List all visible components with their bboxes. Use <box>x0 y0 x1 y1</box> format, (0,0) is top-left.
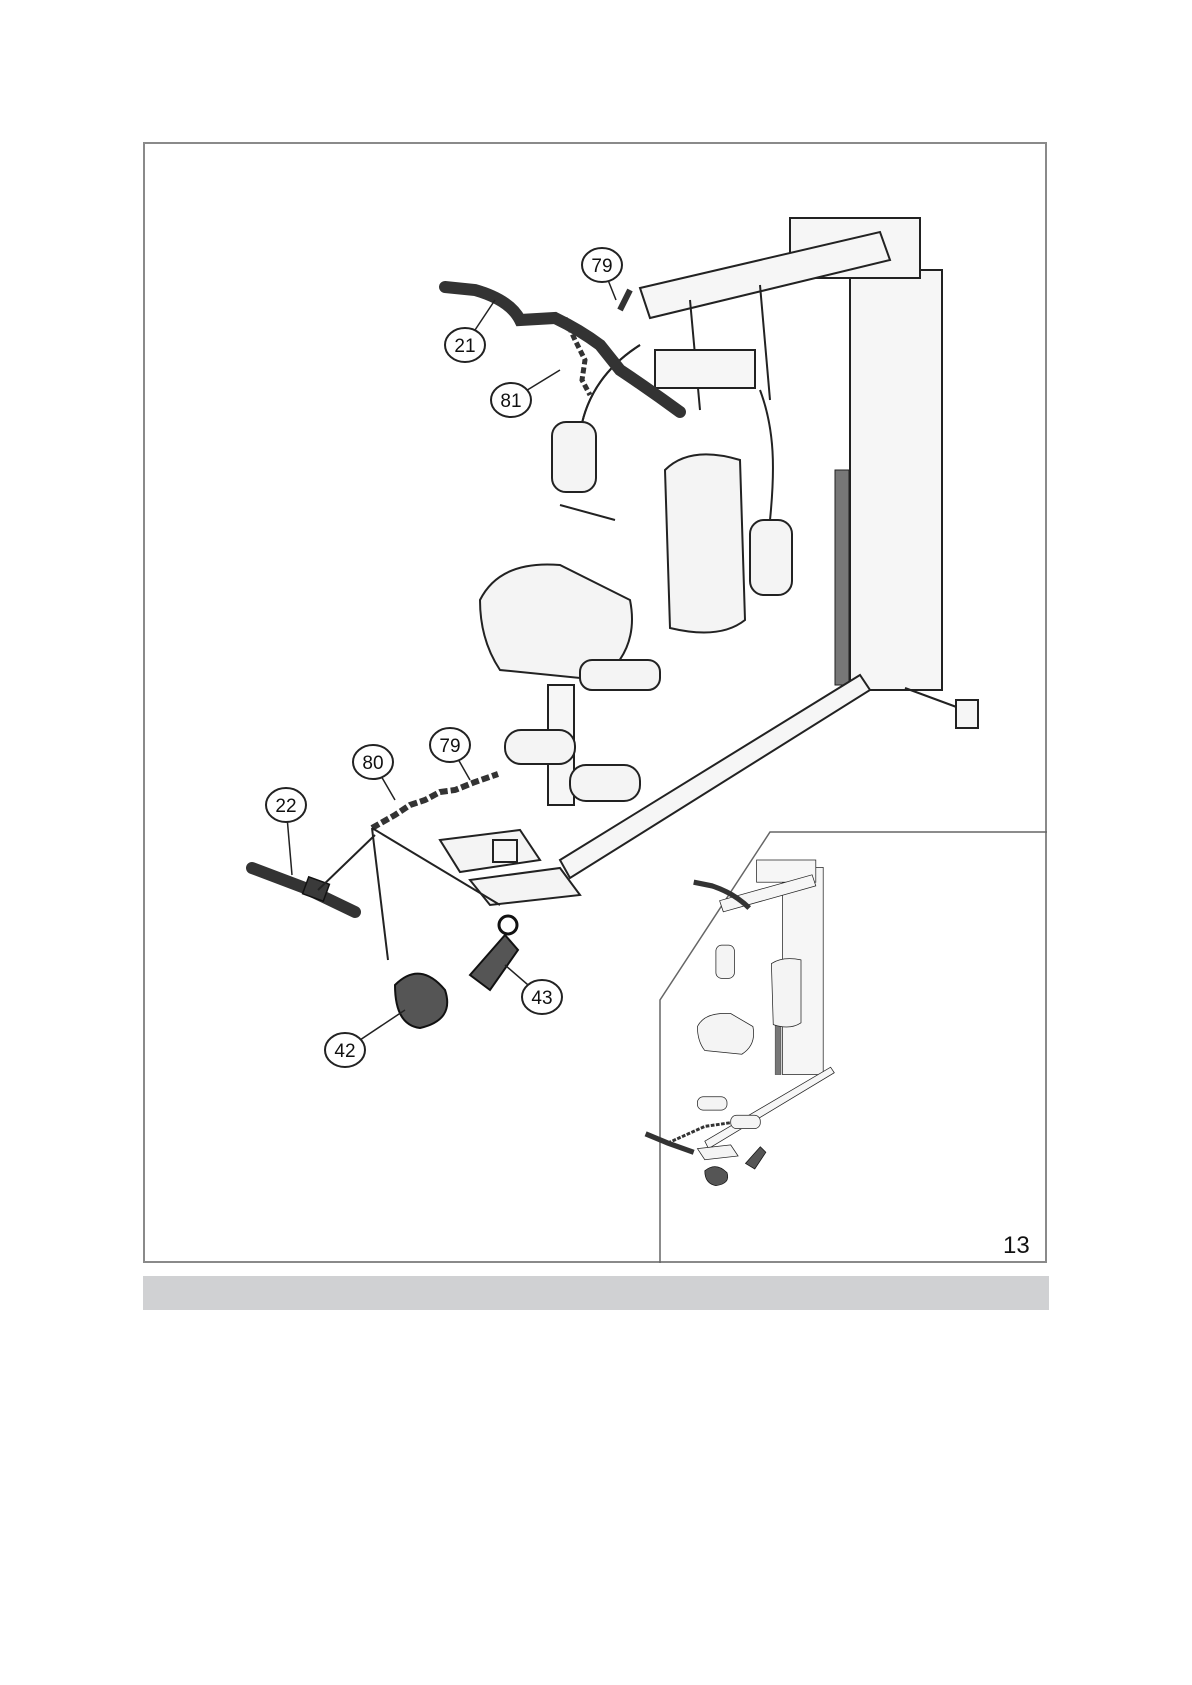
rear-foot <box>956 700 978 728</box>
callout-label: 43 <box>531 988 552 1009</box>
callout-22: 22 <box>266 788 306 875</box>
foot-plate-right <box>470 868 580 905</box>
callout-79: 79 <box>582 248 622 300</box>
handle-43 <box>470 935 518 990</box>
callout-label: 79 <box>591 256 612 277</box>
ankle-strap-42 <box>395 974 447 1028</box>
callout-label: 80 <box>362 753 383 774</box>
inset-machine-thumbnail <box>646 860 835 1186</box>
arm-pad-left <box>552 422 596 492</box>
back-pad <box>665 454 745 632</box>
chain-80 <box>372 774 498 828</box>
callout-79: 79 <box>430 728 470 780</box>
callout-label: 21 <box>454 336 475 357</box>
weight-tower <box>850 270 942 690</box>
callout-21: 21 <box>445 300 495 362</box>
leg-roller-lower <box>570 765 640 801</box>
snap-hook-79-top <box>620 290 630 310</box>
callout-label: 22 <box>275 796 296 817</box>
press-arm-bracket <box>655 350 755 388</box>
callout-43: 43 <box>505 965 562 1014</box>
callout-81: 81 <box>491 370 560 417</box>
leg-roller-upper <box>505 730 575 764</box>
arm-pad-right <box>750 520 792 595</box>
weight-stack <box>835 470 849 685</box>
step-number: 13 <box>1003 1232 1030 1259</box>
callout-42: 42 <box>325 1010 405 1067</box>
callout-80: 80 <box>353 745 395 800</box>
callout-label: 81 <box>500 391 521 412</box>
callout-label: 79 <box>439 736 460 757</box>
foot-plate-left <box>440 830 540 872</box>
callout-label: 42 <box>334 1041 355 1062</box>
